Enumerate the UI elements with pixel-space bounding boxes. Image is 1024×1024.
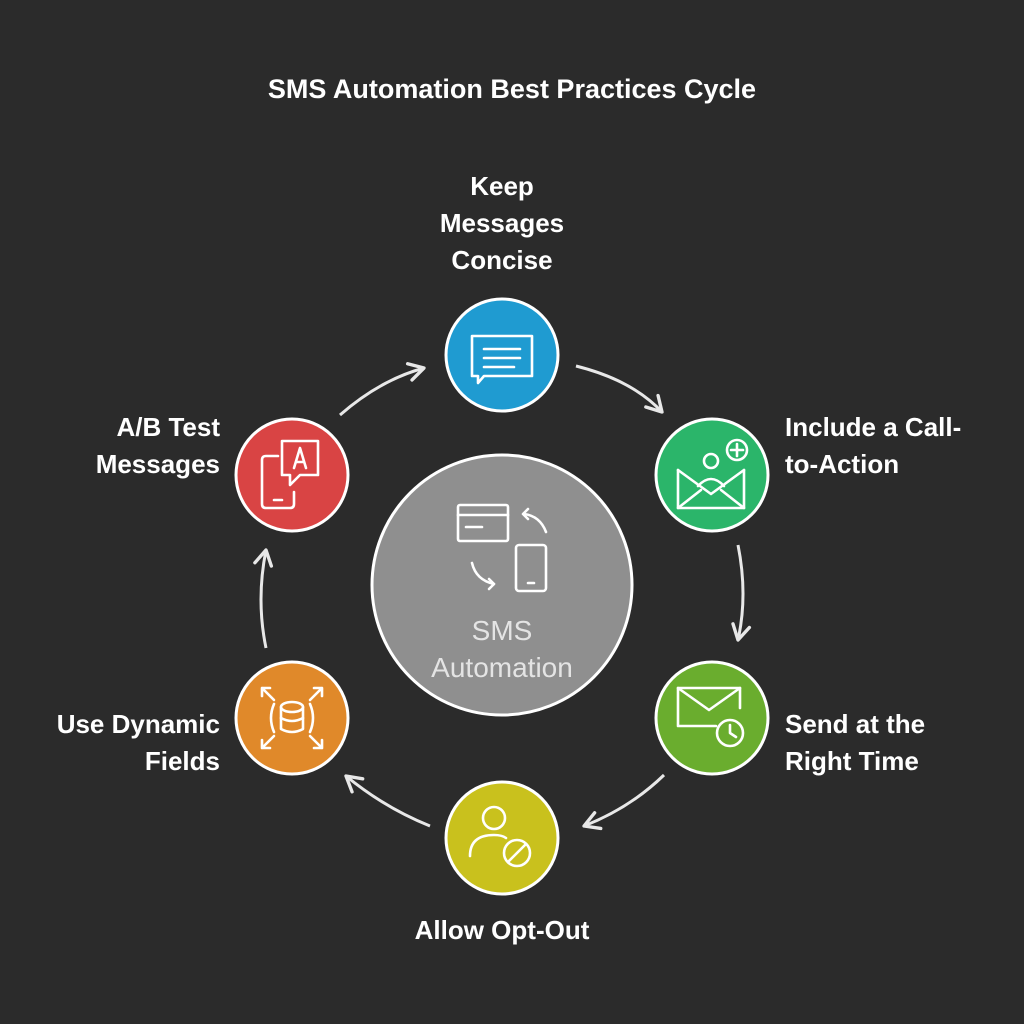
node-right-time: [654, 660, 770, 776]
label-call-to-action: Include a Call- to-Action: [785, 412, 962, 479]
node-ab-test: [234, 417, 350, 533]
arrow-optout-to-dynamic: [344, 774, 431, 828]
user-block-icon: [468, 805, 532, 868]
center-circle: [370, 453, 634, 717]
sms-sync-icon: [456, 503, 548, 593]
node-keep-concise-circle: [444, 297, 560, 413]
arrow-ab-to-concise: [339, 362, 426, 417]
page-title: SMS Automation Best Practices Cycle: [267, 74, 757, 104]
database-expand-icon: [260, 686, 324, 750]
node-keep-concise: [444, 297, 560, 413]
envelope-clock-icon: [676, 686, 745, 748]
cycle-arrows: [253, 362, 752, 831]
node-call-to-action: [654, 417, 770, 533]
node-right-time-circle: [654, 660, 770, 776]
arrow-dynamic-to-ab: [253, 548, 274, 649]
arrow-cta-to-time: [731, 544, 752, 642]
envelope-user-add-icon: [676, 438, 749, 510]
label-opt-out: Allow Opt-Out: [414, 915, 590, 945]
label-dynamic-fields: Use Dynamic Fields: [56, 709, 220, 776]
node-call-to-action-circle: [654, 417, 770, 533]
label-ab-test: A/B Test Messages: [95, 412, 220, 479]
arrow-concise-to-cta: [575, 364, 664, 414]
node-dynamic-fields: [234, 660, 350, 776]
node-opt-out: [444, 780, 560, 896]
phone-chat-a-icon: [260, 439, 320, 510]
node-dynamic-fields-circle: [234, 660, 350, 776]
node-ab-test-circle: [234, 417, 350, 533]
label-right-time: Send at the Right Time: [785, 709, 926, 776]
message-bubble-icon: [470, 334, 534, 385]
label-keep-concise: Keep Messages Concise: [439, 171, 565, 275]
node-opt-out-circle: [444, 780, 560, 896]
arrow-time-to-optout: [582, 773, 666, 831]
center-label: SMS Automation: [431, 615, 573, 683]
center-node: [370, 453, 634, 717]
